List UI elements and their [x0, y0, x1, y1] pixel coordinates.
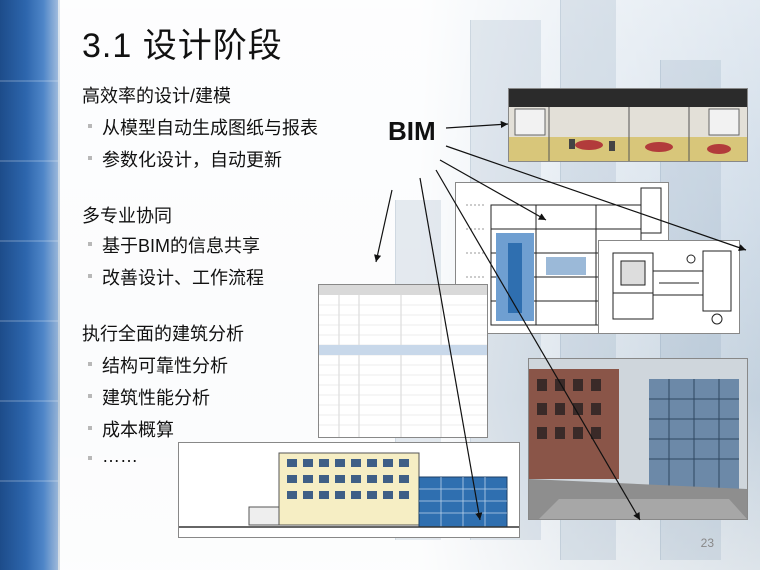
section-heading: 高效率的设计/建模 [82, 86, 232, 106]
arrow-to-elevation [419, 177, 483, 521]
bullet-item: 参数化设计，自动更新 [88, 146, 282, 172]
arrow-to-floor-plan [445, 145, 747, 252]
arrow-to-interior [445, 120, 509, 129]
page-number: 23 [700, 536, 714, 550]
bullet-item: …… [88, 446, 138, 466]
bullet-item: 结构可靠性分析 [88, 352, 228, 378]
arrow-to-schedule [374, 189, 393, 263]
bullet-item: 成本概算 [88, 416, 174, 442]
elevation-drawing-image [178, 442, 520, 538]
bullet-item: 建筑性能分析 [88, 384, 210, 410]
arrow-to-section [439, 159, 547, 221]
exterior-render-image [528, 358, 748, 520]
arrow-to-exterior [435, 169, 641, 521]
left-decor-band [0, 0, 58, 570]
interior-render-image [508, 88, 748, 162]
slide-title: 3.1 设计阶段 [82, 27, 283, 65]
schedule-table-image [318, 284, 488, 438]
floor-plan-image [598, 240, 740, 334]
section-heading: 执行全面的建筑分析 [82, 324, 244, 344]
section-heading: 多专业协同 [82, 206, 172, 226]
bim-label: BIM [388, 116, 436, 146]
bullet-item: 改善设计、工作流程 [88, 264, 264, 290]
bullet-item: 基于BIM的信息共享 [87, 232, 260, 258]
bullet-item: 从模型自动生成图纸与报表 [88, 114, 318, 140]
